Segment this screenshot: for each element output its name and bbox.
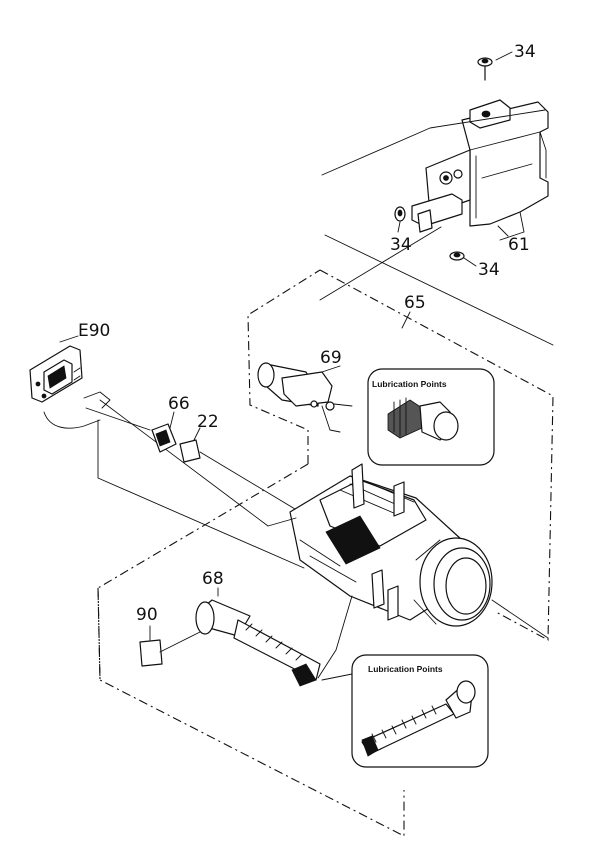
screw-34-top xyxy=(477,57,493,81)
part-label-90: 90 xyxy=(136,605,158,625)
part-label-22: 22 xyxy=(197,412,219,432)
lens-assembly-boundary xyxy=(247,269,554,641)
part-90 xyxy=(139,639,163,667)
part-66 xyxy=(151,423,177,453)
circuit-board-e90 xyxy=(29,345,83,403)
actuator-68 xyxy=(195,599,321,687)
screw-34-left xyxy=(394,206,406,222)
bracket-assembly-61 xyxy=(411,99,549,241)
part-label-34-top: 34 xyxy=(514,42,536,62)
lubrication-callout-lower: Lubrication Points xyxy=(351,654,489,768)
part-label-69: 69 xyxy=(320,348,342,368)
part-label-61: 61 xyxy=(508,235,530,255)
part-label-68: 68 xyxy=(202,569,224,589)
part-label-34-bottom: 34 xyxy=(478,260,500,280)
lubrication-label-upper: Lubrication Points xyxy=(372,379,447,389)
part-label-e90: E90 xyxy=(78,321,110,341)
motor-69 xyxy=(257,362,353,411)
lubrication-label-lower: Lubrication Points xyxy=(368,664,443,674)
part-22 xyxy=(179,439,201,463)
part-label-65: 65 xyxy=(404,293,426,313)
screw-34-bottom xyxy=(449,251,465,261)
lubrication-callout-upper: Lubrication Points xyxy=(367,368,495,466)
lens-block xyxy=(289,463,493,627)
part-label-66: 66 xyxy=(168,394,190,414)
part-label-34-left: 34 xyxy=(390,235,412,255)
